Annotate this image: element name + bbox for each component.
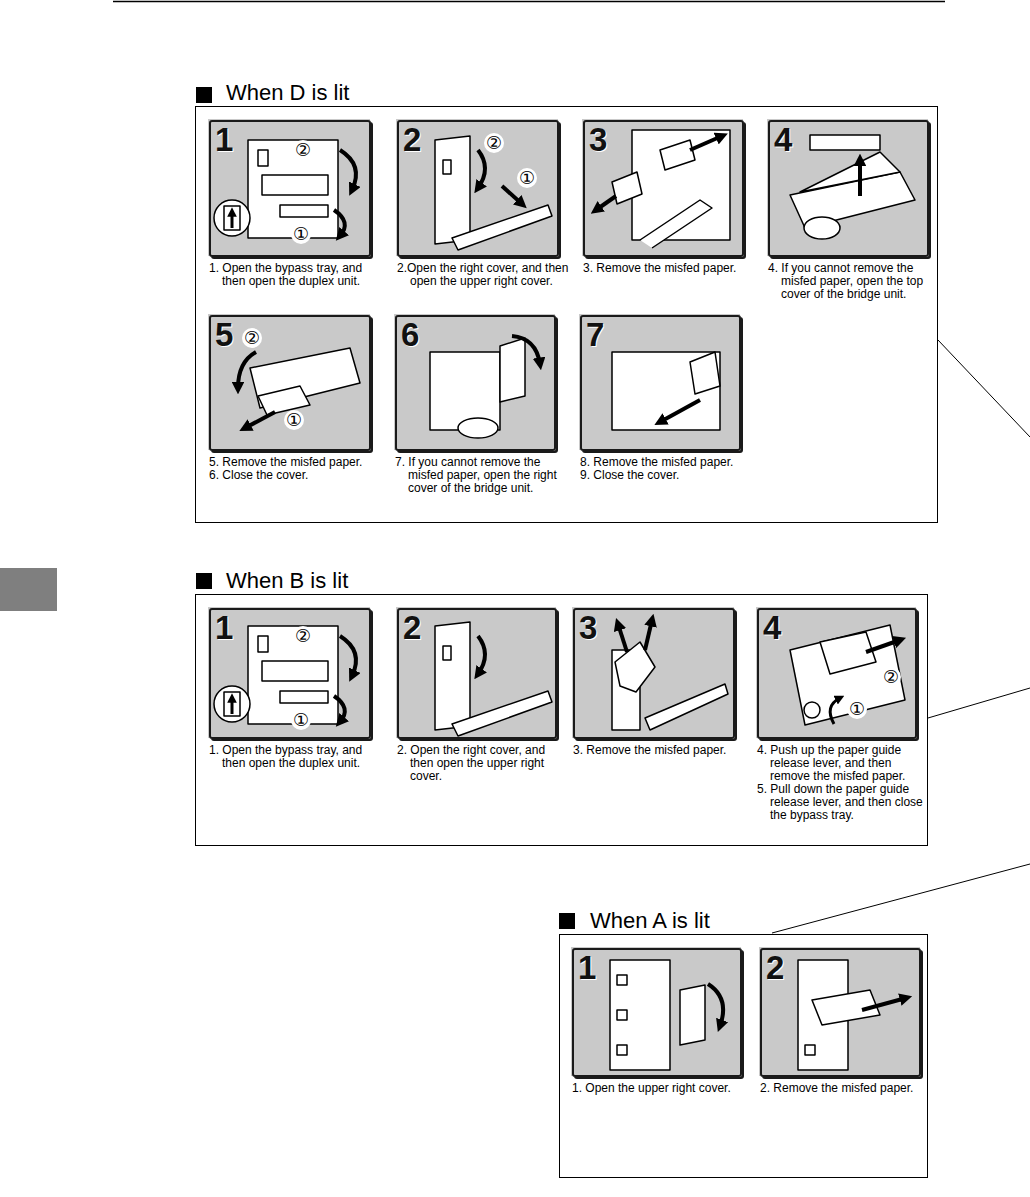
caption-group: 3. Remove the misfed paper. — [573, 744, 749, 757]
heading-bullet — [196, 573, 212, 589]
step-number: 2 — [766, 950, 784, 986]
step-number: 1 — [578, 950, 596, 986]
caption-group: 1. Open the bypass tray, and then open t… — [209, 262, 385, 288]
heading-bullet — [196, 87, 212, 103]
section-heading: When A is lit — [590, 908, 710, 934]
step-caption: 9. Close the cover. — [580, 469, 755, 482]
step-caption: 4. If you cannot remove the misfed paper… — [768, 262, 943, 301]
step-panel: 33. Remove the misfed paper. — [583, 120, 744, 257]
caption-group: 1. Open the upper right cover. — [572, 1082, 756, 1095]
step-number: 1 — [215, 122, 233, 158]
caption-group: 1. Open the bypass tray, and then open t… — [209, 744, 385, 770]
section-frame: When D is lit11. Open the bypass tray, a… — [195, 106, 938, 523]
caption-group: 7. If you cannot remove the misfed paper… — [395, 456, 570, 495]
top-rule — [113, 1, 945, 3]
step-panel: 22. Open the right cover, and then open … — [397, 608, 557, 739]
step-number: 3 — [589, 122, 607, 158]
caption-group: 5. Remove the misfed paper.6. Close the … — [209, 456, 385, 482]
caption-group: 8. Remove the misfed paper.9. Close the … — [580, 456, 755, 482]
step-panel: 11. Open the bypass tray, and then open … — [209, 120, 371, 257]
callout-number: ① — [847, 699, 867, 719]
caption-group: 2. Open the right cover, and then open t… — [397, 744, 571, 783]
step-number: 2 — [403, 122, 421, 158]
step-caption: 3. Remove the misfed paper. — [583, 262, 758, 275]
section-frame: When A is lit11. Open the upper right co… — [559, 934, 928, 1178]
step-number: 6 — [401, 317, 419, 353]
caption-group: 4. If you cannot remove the misfed paper… — [768, 262, 943, 301]
callout-number: ① — [517, 168, 537, 188]
step-panel: 67. If you cannot remove the misfed pape… — [395, 315, 556, 451]
step-caption: 7. If you cannot remove the misfed paper… — [395, 456, 570, 495]
caption-group: 2.Open the right cover, and then open th… — [397, 262, 573, 288]
step-caption: 8. Remove the misfed paper. — [580, 456, 755, 469]
step-caption: 5. Remove the misfed paper. — [209, 456, 385, 469]
step-caption: 2.Open the right cover, and then open th… — [397, 262, 573, 288]
section-heading: When D is lit — [226, 80, 349, 106]
step-panel: 44. If you cannot remove the misfed pape… — [768, 120, 929, 257]
step-number: 4 — [763, 610, 781, 646]
caption-group: 4. Push up the paper guide release lever… — [757, 744, 931, 822]
step-panel: 22. Remove the misfed paper. — [760, 948, 921, 1077]
step-number: 4 — [774, 122, 792, 158]
step-caption: 1. Open the bypass tray, and then open t… — [209, 262, 385, 288]
step-number: 5 — [215, 317, 233, 353]
step-panel: 33. Remove the misfed paper. — [573, 608, 735, 739]
step-caption: 2. Remove the misfed paper. — [760, 1082, 935, 1095]
step-caption: 1. Open the bypass tray, and then open t… — [209, 744, 385, 770]
callout-number: ② — [881, 667, 901, 687]
callout-number: ② — [293, 140, 313, 160]
step-panel: 11. Open the bypass tray, and then open … — [209, 608, 371, 739]
step-number: 3 — [579, 610, 597, 646]
step-caption: 3. Remove the misfed paper. — [573, 744, 749, 757]
heading-bullet — [559, 913, 575, 929]
chapter-tab — [0, 568, 57, 611]
step-number: 1 — [215, 610, 233, 646]
callout-number: ① — [291, 710, 311, 730]
callout-number: ① — [284, 410, 304, 430]
step-caption: 6. Close the cover. — [209, 469, 385, 482]
section-heading: When B is lit — [226, 568, 348, 594]
step-caption: 1. Open the upper right cover. — [572, 1082, 756, 1095]
step-caption: 2. Open the right cover, and then open t… — [397, 744, 571, 783]
callout-number: ② — [484, 133, 504, 153]
callout-number: ① — [291, 224, 311, 244]
step-caption: 4. Push up the paper guide release lever… — [757, 744, 931, 783]
step-panel: 78. Remove the misfed paper.9. Close the… — [580, 315, 741, 451]
step-panel: 55. Remove the misfed paper.6. Close the… — [209, 315, 371, 451]
callout-number: ② — [242, 328, 262, 348]
step-caption: 5. Pull down the paper guide release lev… — [757, 783, 931, 822]
caption-group: 2. Remove the misfed paper. — [760, 1082, 935, 1095]
step-panel: 11. Open the upper right cover. — [572, 948, 742, 1077]
caption-group: 3. Remove the misfed paper. — [583, 262, 758, 275]
step-panel: 22.Open the right cover, and then open t… — [397, 120, 559, 257]
step-number: 2 — [403, 610, 421, 646]
step-number: 7 — [586, 317, 604, 353]
callout-number: ② — [293, 626, 313, 646]
